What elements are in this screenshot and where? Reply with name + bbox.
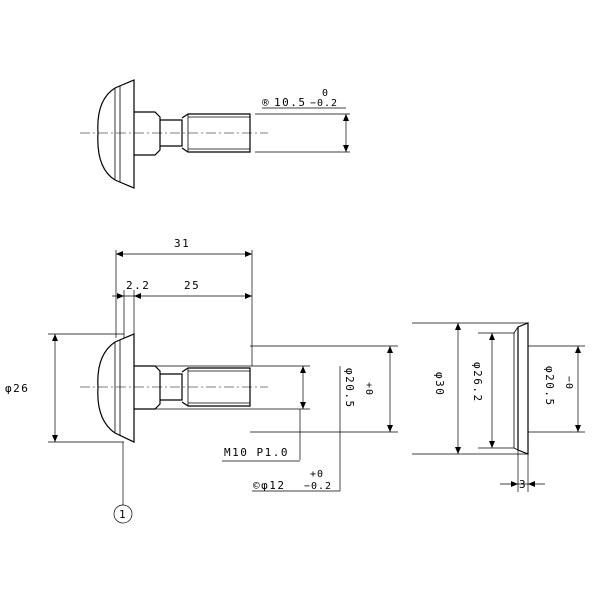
main-view-flange: [114, 333, 135, 443]
dim262-label: φ26.2: [471, 362, 484, 403]
dim26-arrow-top: [52, 334, 58, 341]
dim205-arrow-bottom: [300, 402, 306, 409]
main-view-dome: [97, 341, 116, 434]
dim205-nominal: φ20.5: [343, 368, 356, 409]
top-view-dim-arrow-top: [343, 114, 349, 121]
dim12-label: ©φ12: [253, 479, 286, 492]
dimbore-label: φ20.5: [543, 366, 556, 407]
balloon-circle: [113, 504, 133, 524]
dim31-label: 31: [174, 237, 190, 250]
top-view-tol-nominal: 10.5: [274, 96, 307, 109]
dimbore-upper: −0: [563, 376, 574, 390]
dim30-label: φ30: [433, 372, 446, 396]
top-view-tol-upper: 0: [322, 88, 329, 99]
dim30-rot: φ30: [433, 372, 446, 396]
top-view-tol-prefix: ®: [262, 96, 270, 109]
dimbore-arrow-bottom: [575, 425, 581, 432]
dim22-arrow-left: [117, 293, 124, 299]
dim31-arrow-left: [116, 251, 123, 257]
top-view-dim-arrow-bottom: [343, 145, 349, 152]
top-view-neck: [134, 111, 161, 156]
dim25-arrow-right: [245, 293, 252, 299]
dim25-label: 25: [184, 279, 200, 292]
top-view-tol-lower: −0.2: [310, 98, 338, 109]
frame-arrow-bottom: [387, 425, 393, 432]
dim3-arrow-right: [528, 481, 535, 487]
main-view-neck: [134, 365, 161, 410]
dim262-rot: φ26.2: [471, 362, 484, 403]
dim30-arrow-bottom: [455, 447, 461, 454]
dim205-upper: +0: [363, 382, 374, 396]
main-view-shoulder: [160, 373, 183, 401]
section-view: φ30 φ26.2 φ20.5 −0 3: [412, 322, 585, 492]
main-view-thread-shank: [181, 367, 251, 407]
dim22-label: 2.2: [126, 279, 150, 292]
dim26-arrow-bottom: [52, 435, 58, 442]
dim262-arrow-bottom: [489, 441, 495, 448]
frame-arrow-top: [387, 346, 393, 353]
dim26-label: φ26: [5, 382, 29, 395]
balloon-label: 1: [119, 508, 127, 521]
dim262-arrow-top: [489, 333, 495, 340]
dimbore-tol-rot: −0: [563, 376, 574, 390]
dim3-arrow-left: [511, 481, 518, 487]
top-view-flange: [114, 79, 135, 189]
dim205-arrow-top: [300, 366, 306, 373]
top-view-thread-shank: [181, 113, 251, 153]
dim12-lower: −0.2: [304, 481, 332, 492]
dimbore-rot: φ20.5: [543, 366, 556, 407]
thread-label: M10 P1.0: [224, 446, 289, 459]
dim31-arrow-right: [245, 251, 252, 257]
top-view: ® 10.5 0 −0.2: [80, 79, 350, 189]
main-view: 31 2.2 25 φ26 φ20.5 +0: [5, 237, 398, 524]
top-view-dome: [97, 87, 116, 181]
dim3-label: 3: [519, 478, 527, 491]
dim12-upper: +0: [310, 469, 324, 480]
top-view-shoulder: [160, 119, 183, 147]
dimbore-arrow-top: [575, 346, 581, 353]
washer-chamfer: [513, 326, 519, 451]
dim22-arrow-right: [134, 293, 141, 299]
washer-profile: [517, 322, 529, 455]
dim205-tol-rot: +0: [363, 382, 374, 396]
dim205-rot: φ20.5: [343, 368, 356, 409]
dim30-arrow-top: [455, 323, 461, 330]
